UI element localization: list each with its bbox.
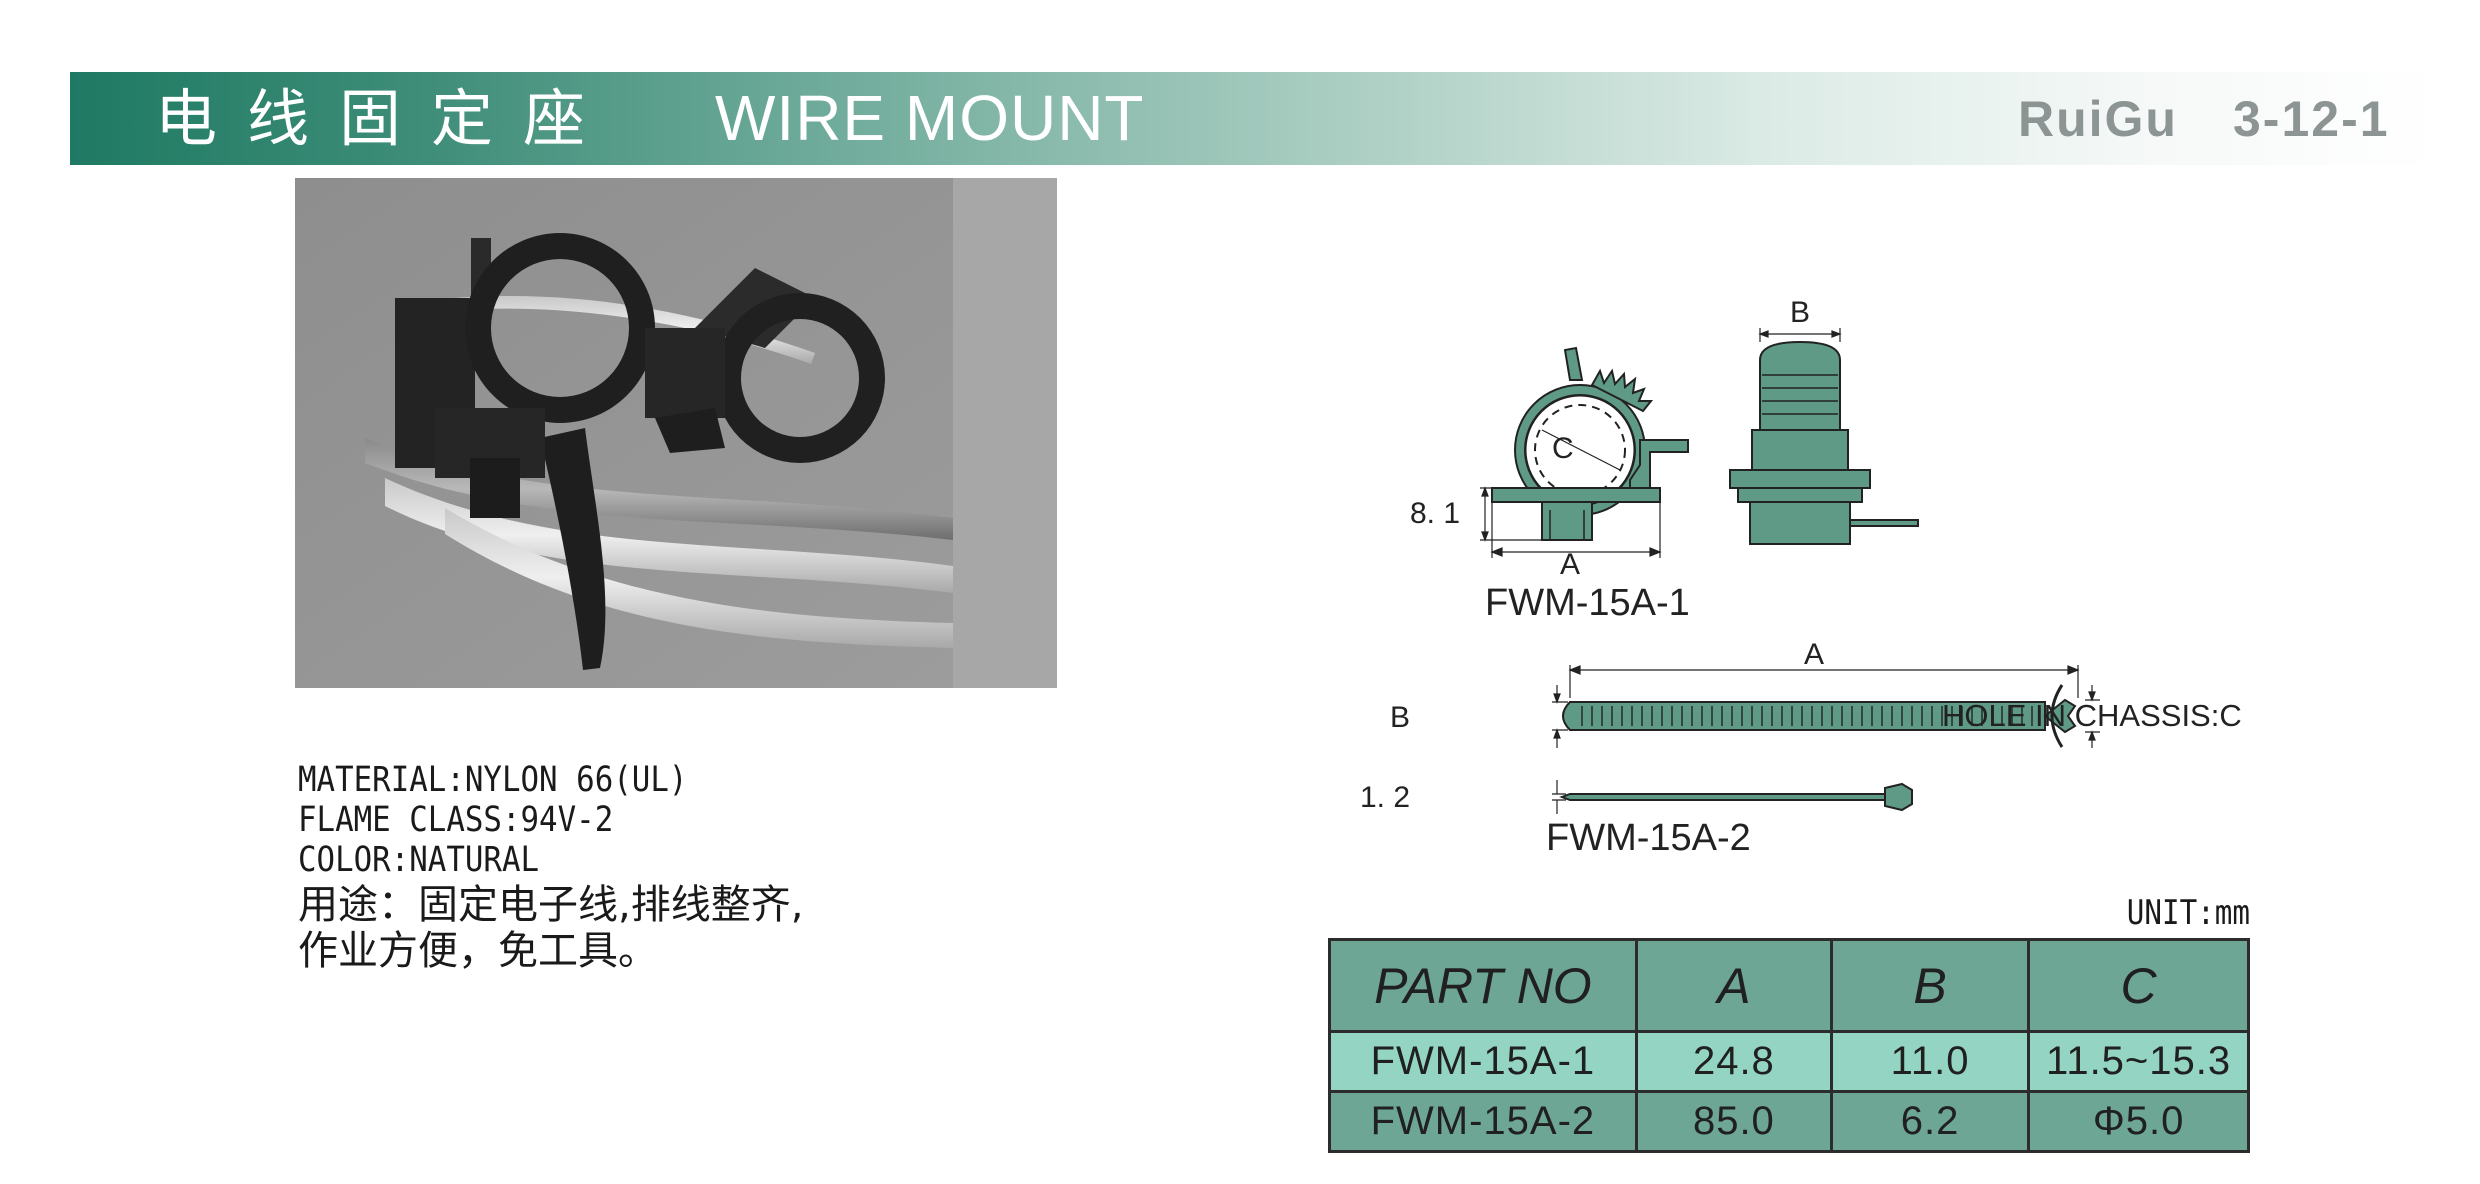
header-b: B bbox=[1829, 938, 2031, 1033]
page-number: 3-12-1 bbox=[2233, 91, 2390, 147]
usage-block: 用途：固定电子线,排线整齐, 作业方便，免工具。 bbox=[298, 882, 998, 974]
label-a-top: A bbox=[1804, 638, 1824, 671]
table-row: FWM-15A-2 85.0 6.2 Φ5.0 bbox=[1328, 1090, 2250, 1153]
spec-color: COLOR:NATURAL bbox=[298, 840, 540, 880]
product-photo-illustration bbox=[295, 178, 1057, 688]
spec-flame-class: FLAME CLASS:94V-2 bbox=[298, 800, 614, 840]
spec-block: MATERIAL:NYLON 66(UL) FLAME CLASS:94V-2 … bbox=[298, 760, 914, 880]
label-8-1: 8. 1 bbox=[1410, 497, 1460, 530]
technical-drawing-svg: B C 8. 1 A FWM-15A-1 A B HOLE IN CHASSIS… bbox=[1360, 296, 2242, 859]
table-header-row: PART NO A B C bbox=[1328, 938, 2250, 1033]
label-b-side: B bbox=[1390, 701, 1410, 734]
spec-material: MATERIAL:NYLON 66(UL) bbox=[298, 760, 688, 800]
product-photo bbox=[295, 178, 1057, 688]
caption-fwm-15a-2: FWM-15A-2 bbox=[1546, 817, 1751, 859]
cell-part-no: FWM-15A-1 bbox=[1328, 1030, 1638, 1093]
cell-part-no: FWM-15A-2 bbox=[1328, 1090, 1638, 1153]
label-1-2: 1. 2 bbox=[1360, 781, 1410, 814]
title-english: WIRE MOUNT bbox=[715, 82, 1145, 154]
cell-b: 6.2 bbox=[1829, 1090, 2031, 1153]
technical-drawing: B C 8. 1 A FWM-15A-1 A B HOLE IN CHASSIS… bbox=[1330, 280, 2330, 880]
cell-b: 11.0 bbox=[1829, 1030, 2031, 1093]
parts-table: PART NO A B C FWM-15A-1 24.8 11.0 11.5~1… bbox=[1328, 938, 2250, 1153]
unit-label: UNIT:mm bbox=[2126, 893, 2250, 933]
label-a-bottom: A bbox=[1560, 548, 1580, 581]
cell-c: 11.5~15.3 bbox=[2027, 1030, 2250, 1093]
header-c: C bbox=[2027, 938, 2250, 1033]
header-banner: 电线固定座 WIRE MOUNT RuiGu 3-12-1 bbox=[70, 72, 2440, 165]
caption-fwm-15a-1: FWM-15A-1 bbox=[1485, 582, 1690, 624]
label-c: C bbox=[1552, 432, 1574, 465]
header-a: A bbox=[1634, 938, 1834, 1033]
table-row: FWM-15A-1 24.8 11.0 11.5~15.3 bbox=[1328, 1030, 2250, 1093]
cell-a: 24.8 bbox=[1634, 1030, 1834, 1093]
header-part-no: PART NO bbox=[1328, 938, 1638, 1033]
usage-line-1: 用途：固定电子线,排线整齐, bbox=[298, 882, 804, 928]
hole-in-chassis-label: HOLE IN CHASSIS:C bbox=[1942, 698, 2242, 733]
brand-name: RuiGu bbox=[2018, 91, 2178, 147]
cell-a: 85.0 bbox=[1634, 1090, 1834, 1153]
title-chinese: 电线固定座 bbox=[155, 82, 616, 155]
usage-line-2: 作业方便，免工具。 bbox=[298, 928, 658, 974]
label-b-top: B bbox=[1790, 296, 1810, 329]
cell-c: Φ5.0 bbox=[2027, 1090, 2250, 1153]
